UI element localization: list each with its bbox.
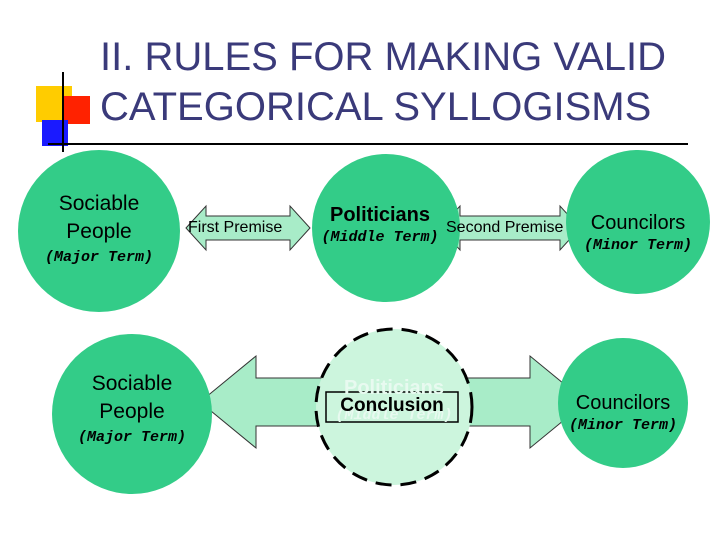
- conclusion-label: Conclusion: [326, 395, 458, 417]
- middle-term-text: Politicians: [300, 202, 460, 228]
- minor-term-role: (Minor Term): [566, 236, 710, 256]
- first-premise-label: First Premise: [188, 219, 282, 237]
- major-term-bottom-line2: People: [52, 398, 212, 426]
- minor-term-label-top: Councilors (Minor Term): [566, 210, 710, 256]
- middle-term-label-top: Politicians (Middle Term): [300, 202, 460, 248]
- second-premise-label: Second Premise: [446, 219, 563, 237]
- major-term-line2: People: [18, 218, 180, 246]
- major-term-role: (Major Term): [18, 246, 180, 270]
- major-term-label-bottom: Sociable People (Major Term): [52, 370, 212, 450]
- major-term-line1: Sociable: [18, 190, 180, 218]
- major-term-bottom-line1: Sociable: [52, 370, 212, 398]
- minor-term-text: Councilors: [566, 210, 710, 236]
- major-term-label-top: Sociable People (Major Term): [18, 190, 180, 270]
- minor-term-bottom-role: (Minor Term): [548, 416, 698, 436]
- minor-term-label-bottom: Councilors (Minor Term): [548, 390, 698, 436]
- major-term-bottom-role: (Major Term): [52, 426, 212, 450]
- minor-term-bottom-text: Councilors: [548, 390, 698, 416]
- middle-term-role: (Middle Term): [300, 228, 460, 248]
